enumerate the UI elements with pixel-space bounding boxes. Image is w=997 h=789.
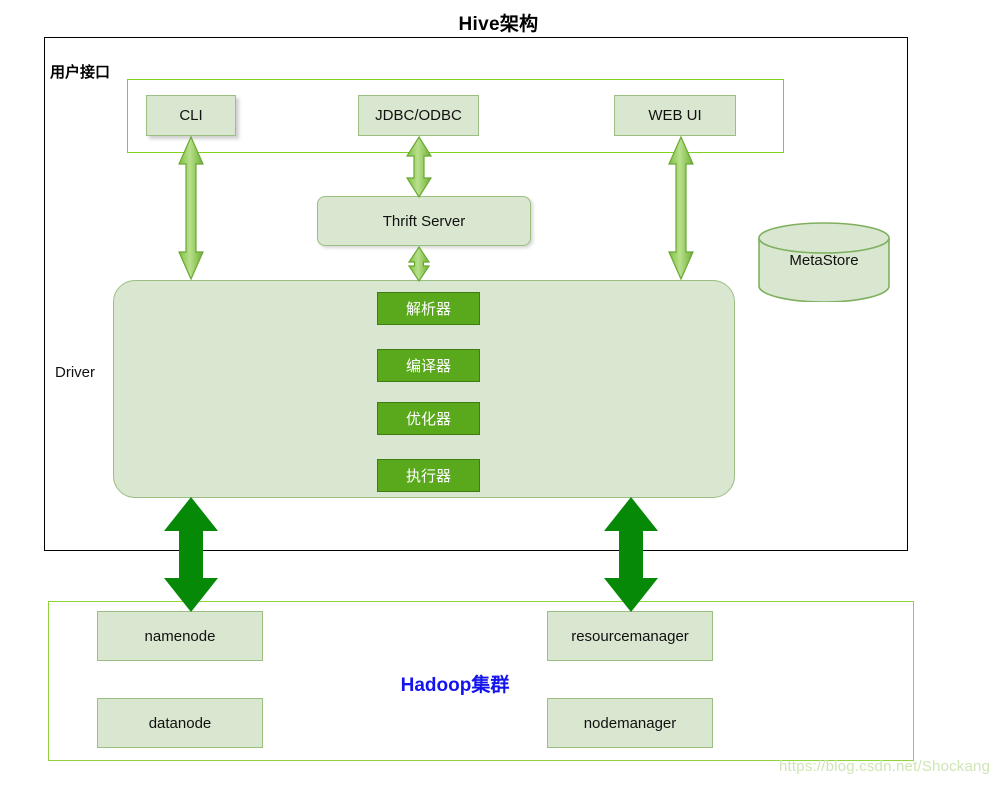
component-optimizer-label: 优化器	[405, 411, 451, 428]
node-metastore[interactable]: MetaStore	[757, 222, 891, 302]
component-optimizer[interactable]: 优化器	[377, 402, 480, 435]
node-nodemanager-label: nodemanager	[583, 714, 677, 732]
node-resourcemanager-label: resourcemanager	[571, 627, 689, 645]
node-jdbc-odbc-label: JDBC/ODBC	[375, 107, 462, 124]
component-parser[interactable]: 解析器	[377, 292, 480, 325]
node-thrift-server-label: Thrift Server	[382, 212, 466, 230]
user-interface-label: 用户接口	[50, 64, 111, 81]
component-compiler-label: 编译器	[405, 358, 451, 375]
cylinder-icon	[758, 222, 890, 302]
page-title: Hive架构	[458, 14, 539, 35]
node-web-ui-label: WEB UI	[648, 107, 702, 124]
component-executor-label: 执行器	[405, 468, 451, 485]
node-nodemanager[interactable]: nodemanager	[547, 698, 713, 748]
hadoop-cluster-label: Hadoop集群	[400, 675, 510, 696]
node-jdbc-odbc[interactable]: JDBC/ODBC	[358, 95, 479, 136]
component-parser-label: 解析器	[405, 301, 451, 318]
node-resourcemanager[interactable]: resourcemanager	[547, 611, 713, 661]
node-datanode[interactable]: datanode	[97, 698, 263, 748]
node-thrift-server[interactable]: Thrift Server	[317, 196, 531, 246]
watermark-text: https://blog.csdn.net/Shockang	[779, 758, 991, 775]
user-interface-frame	[127, 79, 784, 153]
node-metastore-label: MetaStore	[789, 252, 859, 269]
driver-label: Driver	[55, 364, 95, 381]
node-namenode[interactable]: namenode	[97, 611, 263, 661]
hive-outer-frame	[44, 37, 908, 551]
node-cli[interactable]: CLI	[146, 95, 236, 136]
node-cli-label: CLI	[179, 107, 203, 124]
component-executor[interactable]: 执行器	[377, 459, 480, 492]
node-namenode-label: namenode	[144, 627, 216, 645]
hadoop-cluster-frame	[48, 601, 914, 761]
node-datanode-label: datanode	[148, 714, 212, 732]
node-web-ui[interactable]: WEB UI	[614, 95, 736, 136]
component-compiler[interactable]: 编译器	[377, 349, 480, 382]
